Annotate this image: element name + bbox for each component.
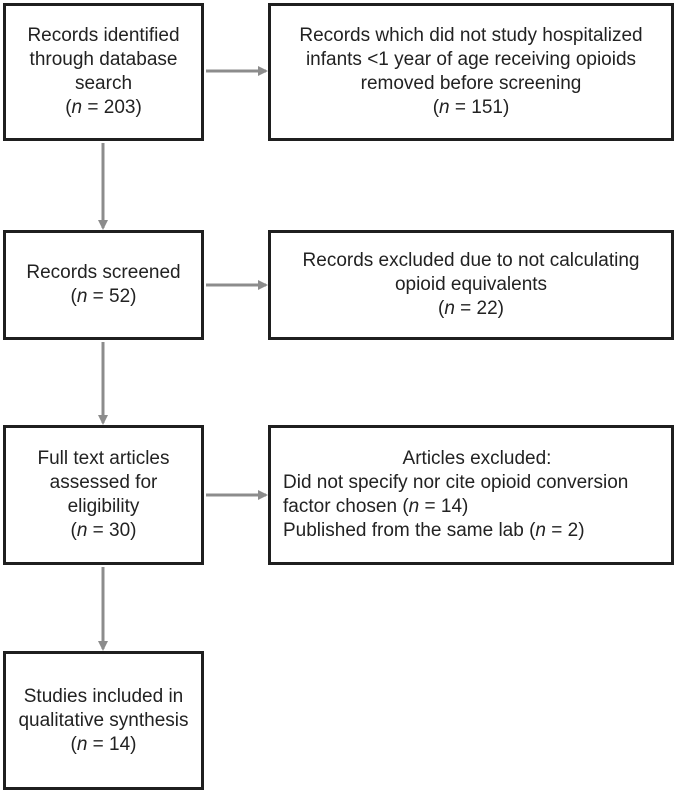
count-label: (n = 22) <box>437 298 505 319</box>
count-label: (n = 151) <box>432 97 510 118</box>
exclusion-reason-count: factor chosen (n = 14) <box>283 496 469 517</box>
box-text-line: search <box>74 73 133 94</box>
box-title: Articles excluded: <box>402 448 552 469</box>
count-label: (n = 30) <box>70 520 137 541</box>
count-label: (n = 203) <box>65 97 142 118</box>
box-text-line: Records screened <box>26 262 181 283</box>
exclusion-reason: Did not specify nor cite opioid conversi… <box>283 472 629 493</box>
box-text-line: infants <1 year of age receiving opioids <box>305 49 637 70</box>
exclusion-reason: Published from the same lab (n = 2) <box>283 520 585 541</box>
box-text-line: assessed for <box>49 472 158 493</box>
articles-excluded-box: Articles excluded: Did not specify nor c… <box>268 425 674 565</box>
box-text-line: Studies included in <box>23 685 184 707</box>
records-excluded-box: Records excluded due to not calculating … <box>268 230 674 340</box>
box-text-line: Full text articles <box>37 448 170 469</box>
box-text-line: through database <box>29 49 178 70</box>
records-screened-box: Records screened (n = 52) <box>3 230 204 340</box>
count-label: (n = 52) <box>70 286 137 307</box>
box-text-line: Records which did not study hospitalized <box>299 25 643 46</box>
studies-included-box: Studies included in qualitative synthesi… <box>3 651 204 790</box>
box-text-line: opioid equivalents <box>394 274 548 295</box>
full-text-assessed-box: Full text articles assessed for eligibil… <box>3 425 204 565</box>
records-identified-box: Records identified through database sear… <box>3 3 204 141</box>
records-removed-box: Records which did not study hospitalized… <box>268 3 674 141</box>
box-text-line: Records identified <box>27 25 180 46</box>
box-text-line: eligibility <box>67 496 140 517</box>
count-label: (n = 14) <box>70 733 137 755</box>
box-text-line: removed before screening <box>360 73 582 94</box>
box-text-line: qualitative synthesis <box>18 709 189 731</box>
box-text-line: Records excluded due to not calculating <box>302 250 640 271</box>
